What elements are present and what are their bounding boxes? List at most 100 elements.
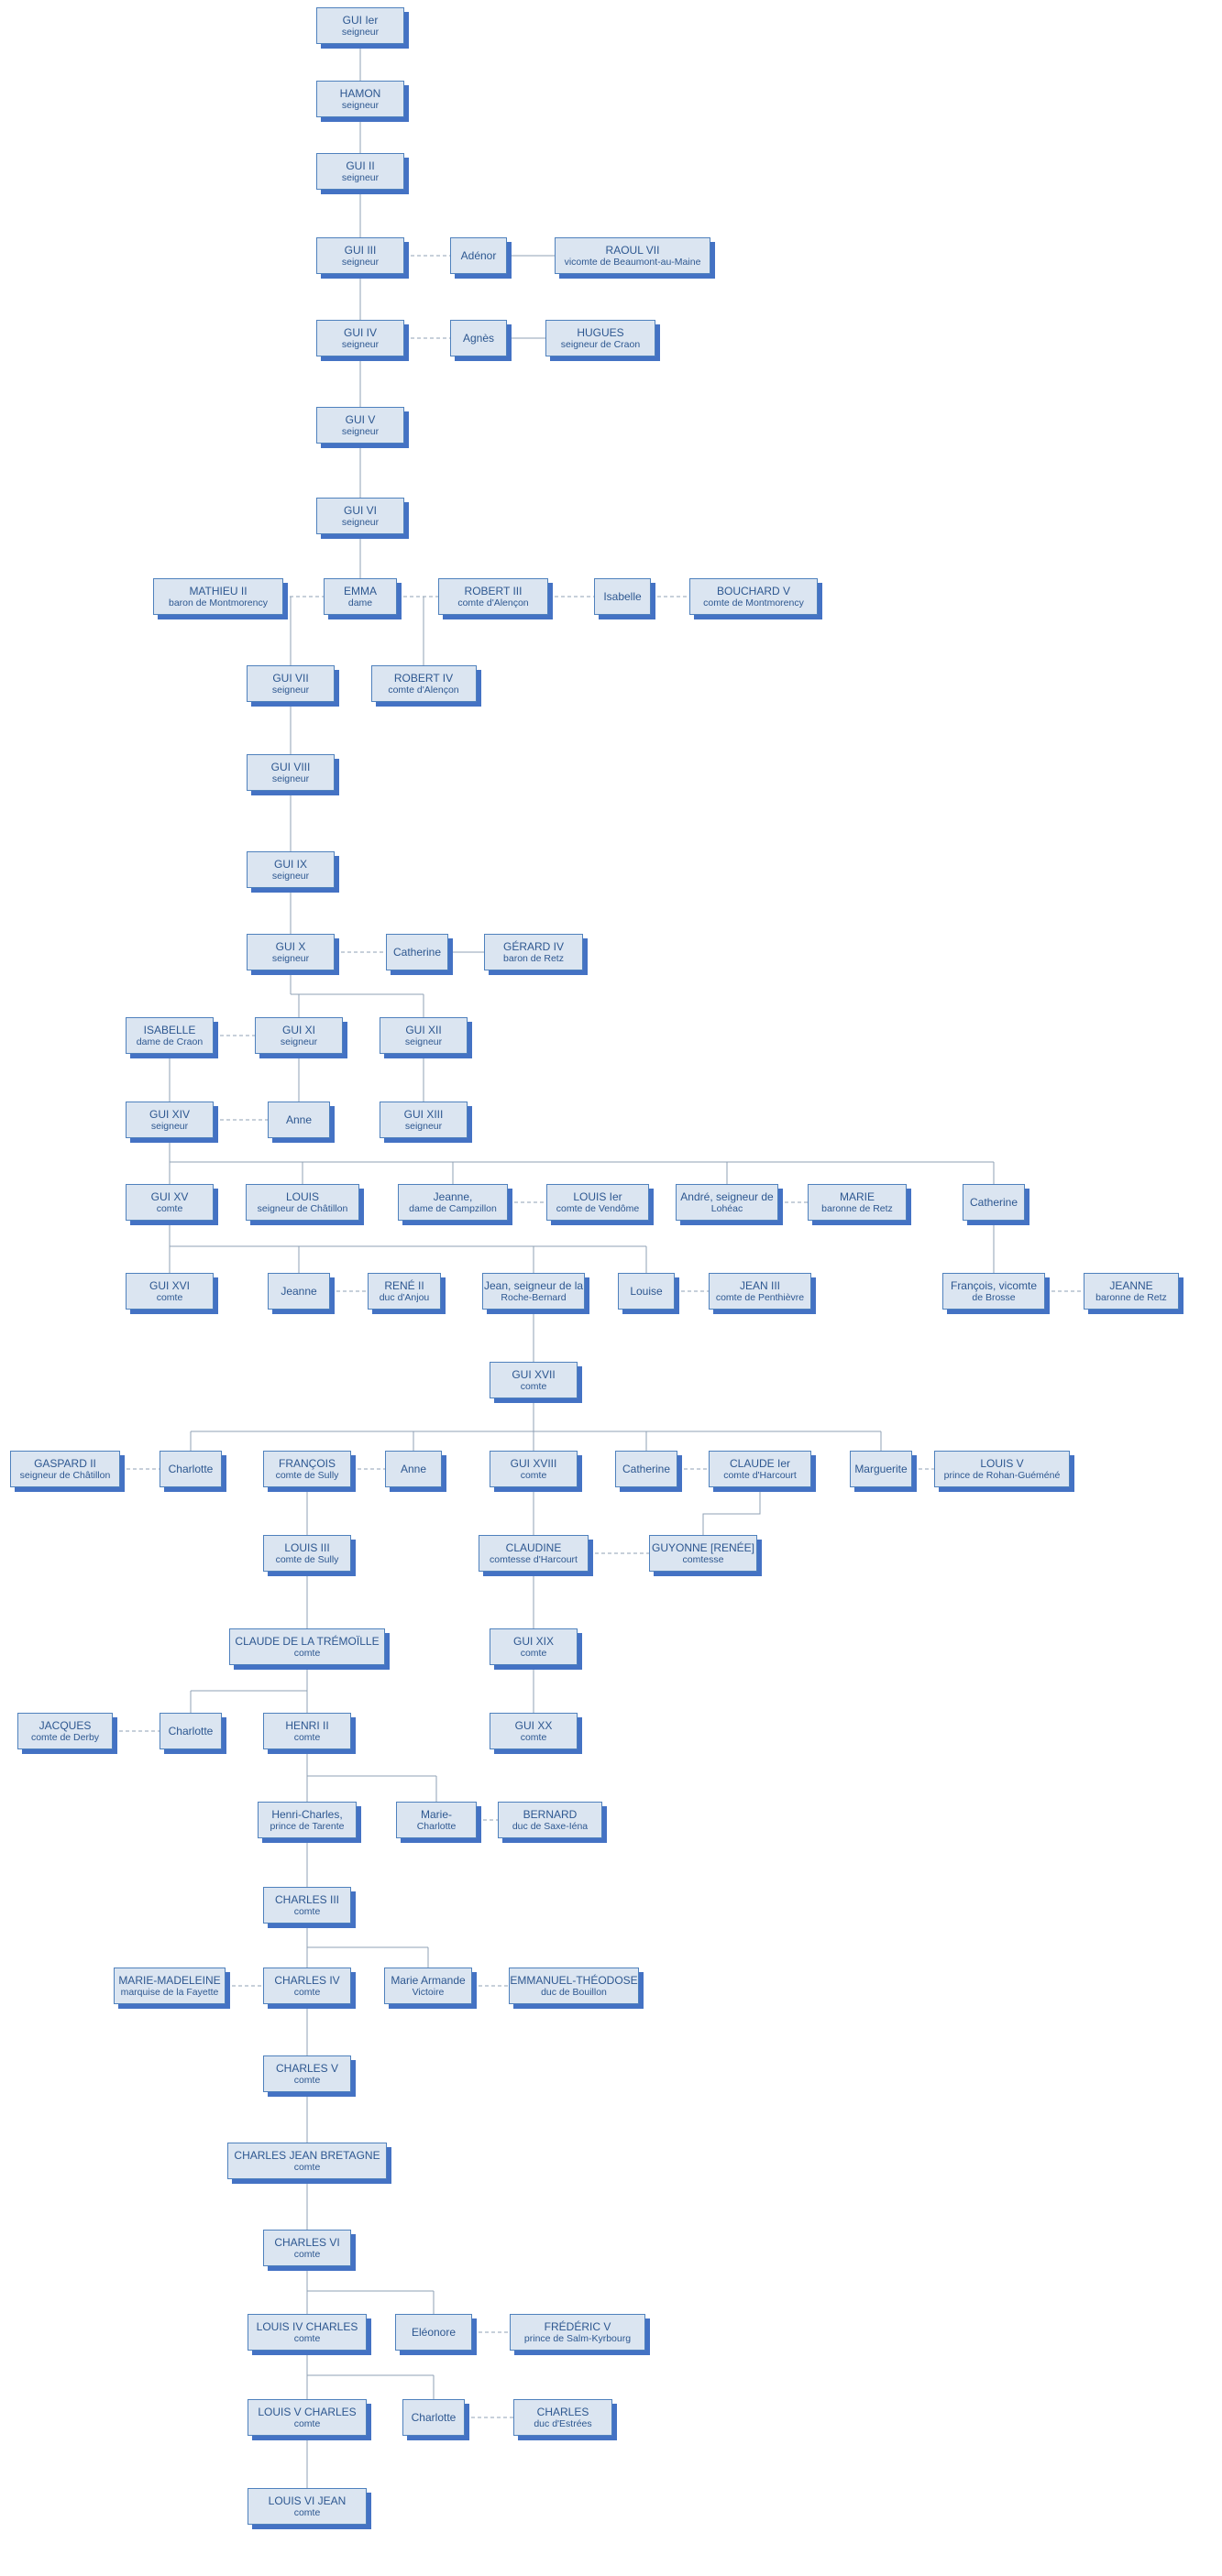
person-box: Anne — [385, 1451, 442, 1487]
person-name: Charlotte — [168, 1724, 214, 1737]
person-name: GUI XVI — [149, 1278, 190, 1292]
person-name: GÉRARD IV — [502, 939, 564, 953]
person-title: comte — [293, 1986, 321, 1998]
person-name: CLAUDE DE LA TRÉMOÏLLE — [235, 1634, 380, 1648]
person-title: comte — [293, 1731, 321, 1743]
person-title: comte — [520, 1731, 547, 1743]
person-name: GUI XIX — [512, 1634, 554, 1648]
person-title: comte — [293, 1905, 321, 1917]
person-name: Eléonore — [411, 2325, 457, 2339]
person-name: FRANÇOIS — [278, 1456, 336, 1470]
person-name: MATHIEU II — [189, 584, 248, 597]
person-name: Charlotte — [168, 1462, 214, 1475]
person-name: Catherine — [969, 1195, 1018, 1209]
person-name: GUYONNE [RENÉE] — [651, 1540, 755, 1554]
person-name: HUGUES — [577, 325, 624, 339]
person-name: GUI VI — [343, 503, 377, 517]
person-title: Victoire — [412, 1986, 445, 1998]
person-name: Marie Armande — [391, 1973, 466, 1987]
person-title: comte — [293, 2161, 321, 2173]
person-box: GUYONNE [RENÉE]comtesse — [649, 1535, 757, 1572]
person-name: GUI XX — [514, 1718, 553, 1732]
person-title: comtesse d'Harcourt — [490, 1553, 578, 1565]
person-title: comte — [520, 1380, 547, 1392]
person-name: GUI IV — [343, 325, 377, 339]
person-box: Jeanne,dame de Campzillon — [398, 1184, 508, 1221]
person-name: LOUIS — [285, 1189, 319, 1203]
person-name: LOUIS V — [980, 1456, 1024, 1470]
person-box: Henri-Charles,prince de Tarente — [258, 1802, 357, 1838]
person-title: baronne de Retz — [821, 1202, 893, 1214]
person-name: GUI II — [346, 159, 375, 172]
person-name: GUI XV — [150, 1189, 189, 1203]
person-name: EMMANUEL-THÉODOSE — [510, 1973, 638, 1987]
person-title: dame de Craon — [136, 1036, 204, 1047]
person-title: comte d'Alençon — [457, 597, 529, 608]
person-title: duc de Bouillon — [541, 1986, 607, 1998]
person-title: seigneur — [271, 684, 310, 696]
person-name: FRÉDÉRIC V — [544, 2319, 611, 2333]
person-box: Charlotte — [160, 1713, 222, 1749]
person-name: Catherine — [622, 1462, 671, 1475]
person-name: GUI Ier — [342, 13, 379, 27]
person-title: seigneur — [341, 99, 380, 111]
person-title: seigneur — [404, 1036, 443, 1047]
person-name: Marguerite — [854, 1462, 908, 1475]
person-title: marquise de la Fayette — [120, 1986, 219, 1998]
person-title: baron de Montmorency — [169, 597, 268, 608]
person-name: André, seigneur de — [680, 1189, 774, 1203]
person-name: LOUIS III — [284, 1540, 330, 1554]
person-box: Jeanne — [268, 1273, 330, 1310]
person-name: LOUIS Ier — [573, 1189, 622, 1203]
person-title: duc d'Anjou — [379, 1291, 430, 1303]
person-name: Agnès — [462, 331, 495, 345]
person-title: vicomte de Beaumont-au-Maine — [564, 256, 701, 268]
person-name: Anne — [400, 1462, 427, 1475]
person-title: comte — [293, 1647, 321, 1659]
person-title: Roche-Bernard — [501, 1291, 567, 1303]
person-name: JEANNE — [1109, 1278, 1153, 1292]
person-title: comte — [293, 2506, 321, 2518]
person-box: Anne — [268, 1102, 330, 1138]
person-title: comte — [520, 1647, 547, 1659]
person-title: comte — [293, 2332, 321, 2344]
person-title: seigneur — [341, 256, 380, 268]
person-title: seigneur — [341, 26, 380, 38]
person-box: Catherine — [963, 1184, 1025, 1221]
person-title: prince de Rohan-Guéméné — [943, 1469, 1061, 1481]
person-name: GUI XIII — [403, 1107, 444, 1121]
person-name: GUI XIV — [149, 1107, 190, 1121]
person-name: Adénor — [460, 248, 497, 262]
person-title: comte de Vendôme — [556, 1202, 640, 1214]
person-name: GUI V — [345, 412, 376, 426]
person-title: seigneur — [341, 338, 380, 350]
person-name: LOUIS V CHARLES — [258, 2405, 357, 2418]
person-name: GUI VIII — [270, 760, 311, 773]
person-title: comte — [293, 2074, 321, 2086]
person-title: comte de Sully — [275, 1469, 339, 1481]
